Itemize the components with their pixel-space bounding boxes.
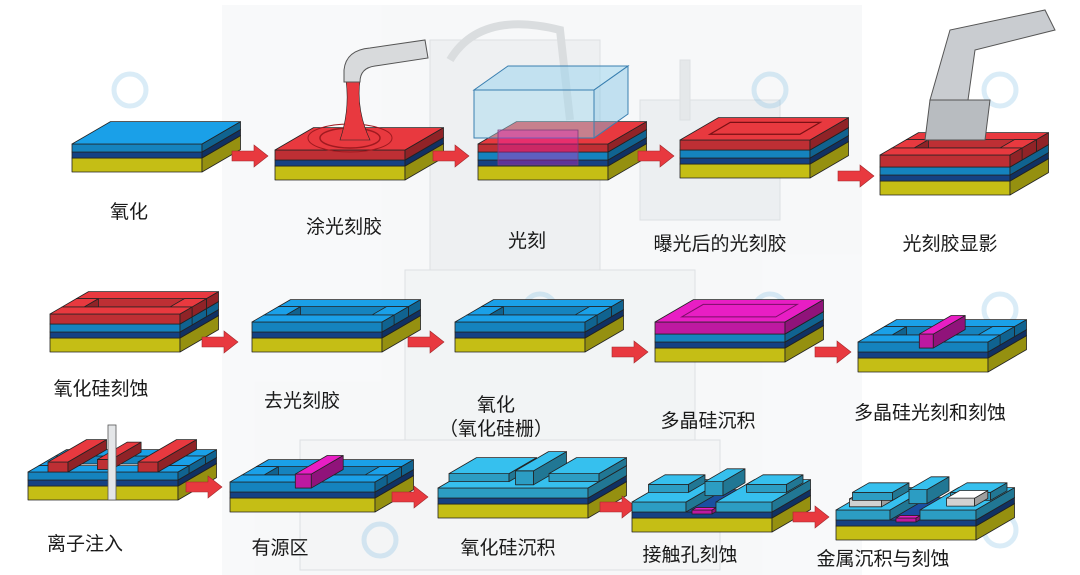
label-exposed-photoresist: 曝光后的光刻胶 [653, 233, 787, 255]
step-polysilicon-deposition-wafer [654, 299, 824, 363]
label-active-region: 有源区 [251, 537, 309, 559]
step-photoresist-coating-wafer [274, 39, 444, 181]
step-contact-etch-wafer [631, 468, 811, 533]
arrow-11 [599, 495, 637, 519]
step-gate-oxidation-wafer [454, 299, 624, 353]
step-photoresist-develop-wafer [879, 9, 1056, 196]
label-oxidation: 氧化 [109, 201, 149, 223]
label-polysilicon-deposition: 多晶硅沉积 [660, 410, 756, 432]
arrow-2 [432, 144, 470, 168]
step-lithography-wafer [472, 65, 647, 181]
label-polysilicon-litho-etch: 多晶硅光刻和刻蚀 [853, 402, 1007, 424]
arrow-1 [231, 144, 269, 168]
label-contact-etch: 接触孔刻蚀 [642, 544, 738, 566]
step-active-region-wafer [229, 455, 414, 513]
step-sio2-deposition-wafer [437, 451, 627, 519]
label-photoresist-coating: 涂光刻胶 [305, 216, 383, 238]
label-photoresist-develop: 光刻胶显影 [902, 233, 998, 255]
arrow-3 [637, 144, 675, 168]
step-ion-implant-wafer [27, 424, 217, 501]
arrow-6 [407, 330, 445, 354]
label-lithography: 光刻 [507, 230, 547, 252]
step-exposed-photoresist-wafer [679, 117, 849, 179]
arrow-9 [185, 475, 223, 499]
arrow-12 [792, 505, 830, 529]
arrow-8 [814, 340, 852, 364]
arrow-4 [837, 164, 875, 188]
step-metal-deposition-etch-wafer [835, 476, 1015, 541]
arrow-7 [611, 340, 649, 364]
label-gate-oxidation: 氧化 （氧化硅栅） [439, 394, 553, 442]
label-ion-implant: 离子注入 [46, 533, 124, 555]
arrow-10 [391, 485, 429, 509]
label-sio2-etch: 氧化硅刻蚀 [53, 378, 149, 400]
step-photoresist-strip-wafer [251, 299, 421, 353]
arrow-5 [201, 330, 239, 354]
step-polysilicon-litho-etch-wafer [857, 315, 1027, 373]
label-sio2-deposition: 氧化硅沉积 [460, 537, 556, 559]
label-gate-oxidation-main: 氧化 [476, 394, 516, 416]
step-oxidation-wafer [71, 121, 241, 173]
label-metal-deposition-etch: 金属沉积与刻蚀 [816, 548, 950, 570]
step-sio2-etch-wafer [49, 291, 219, 353]
label-gate-oxidation-sub: （氧化硅栅） [438, 417, 554, 440]
label-photoresist-strip: 去光刻胶 [263, 390, 341, 412]
